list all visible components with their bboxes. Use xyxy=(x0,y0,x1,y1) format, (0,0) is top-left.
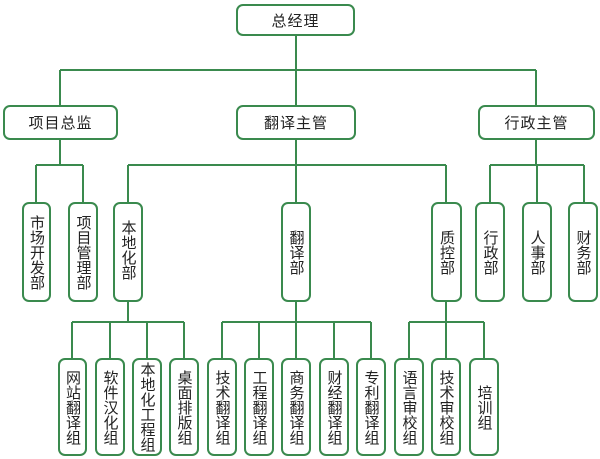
node-label: 本地化工程组 xyxy=(138,362,157,452)
node-translation-supervisor: 翻译主管 xyxy=(236,105,356,140)
node-hr-dept: 人事部 xyxy=(522,202,552,302)
node-label: 行政主管 xyxy=(504,114,569,132)
node-label: 质控部 xyxy=(438,229,456,275)
node-label: 技术翻译组 xyxy=(213,369,232,445)
node-label: 语言审校组 xyxy=(400,369,419,445)
node-label: 市场开发部 xyxy=(28,214,46,290)
node-label: 人事部 xyxy=(528,229,547,275)
node-label: 培训组 xyxy=(475,384,494,430)
node-label: 翻译部 xyxy=(287,229,306,275)
node-label: 翻译主管 xyxy=(263,114,328,132)
node-finance-dept: 财务部 xyxy=(568,202,598,302)
node-engineering-translation-group: 工程翻译组 xyxy=(244,358,274,456)
node-label: 财经翻译组 xyxy=(325,369,344,445)
node-finance-translation-group: 财经翻译组 xyxy=(319,358,349,456)
node-label: 财务部 xyxy=(574,229,593,275)
node-localization-dept: 本地化部 xyxy=(113,202,143,302)
node-technical-review-group: 技术审校组 xyxy=(431,358,461,456)
node-label: 网站翻译组 xyxy=(64,369,82,445)
node-label: 技术审校组 xyxy=(437,369,456,445)
node-label: 商务翻译组 xyxy=(287,369,306,445)
node-localization-engineering-group: 本地化工程组 xyxy=(132,358,162,456)
node-general-manager: 总经理 xyxy=(236,4,355,36)
node-quality-control-dept: 质控部 xyxy=(431,202,462,302)
node-training-group: 培训组 xyxy=(469,358,499,456)
node-desktop-publishing-group: 桌面排版组 xyxy=(169,358,199,456)
node-label: 桌面排版组 xyxy=(175,369,194,445)
node-label: 项目总监 xyxy=(28,114,93,132)
node-label: 专利翻译组 xyxy=(362,369,381,445)
node-admin-supervisor: 行政主管 xyxy=(478,105,595,140)
node-label: 行政部 xyxy=(481,229,500,275)
node-label: 工程翻译组 xyxy=(250,369,269,445)
node-project-management: 项目管理部 xyxy=(68,202,98,302)
node-label: 本地化部 xyxy=(119,220,138,280)
node-label: 总经理 xyxy=(271,11,320,30)
node-market-development: 市场开发部 xyxy=(22,202,51,302)
node-language-review-group: 语言审校组 xyxy=(394,358,424,456)
node-admin-dept: 行政部 xyxy=(475,202,505,302)
node-translation-dept: 翻译部 xyxy=(281,202,311,302)
node-label: 软件汉化组 xyxy=(101,369,120,445)
node-software-chinese-group: 软件汉化组 xyxy=(95,358,125,456)
node-technical-translation-group: 技术翻译组 xyxy=(207,358,237,456)
node-project-director: 项目总监 xyxy=(3,105,118,140)
node-business-translation-group: 商务翻译组 xyxy=(281,358,311,456)
node-patent-translation-group: 专利翻译组 xyxy=(356,358,386,456)
node-label: 项目管理部 xyxy=(74,214,93,290)
node-website-translation-group: 网站翻译组 xyxy=(58,358,87,456)
